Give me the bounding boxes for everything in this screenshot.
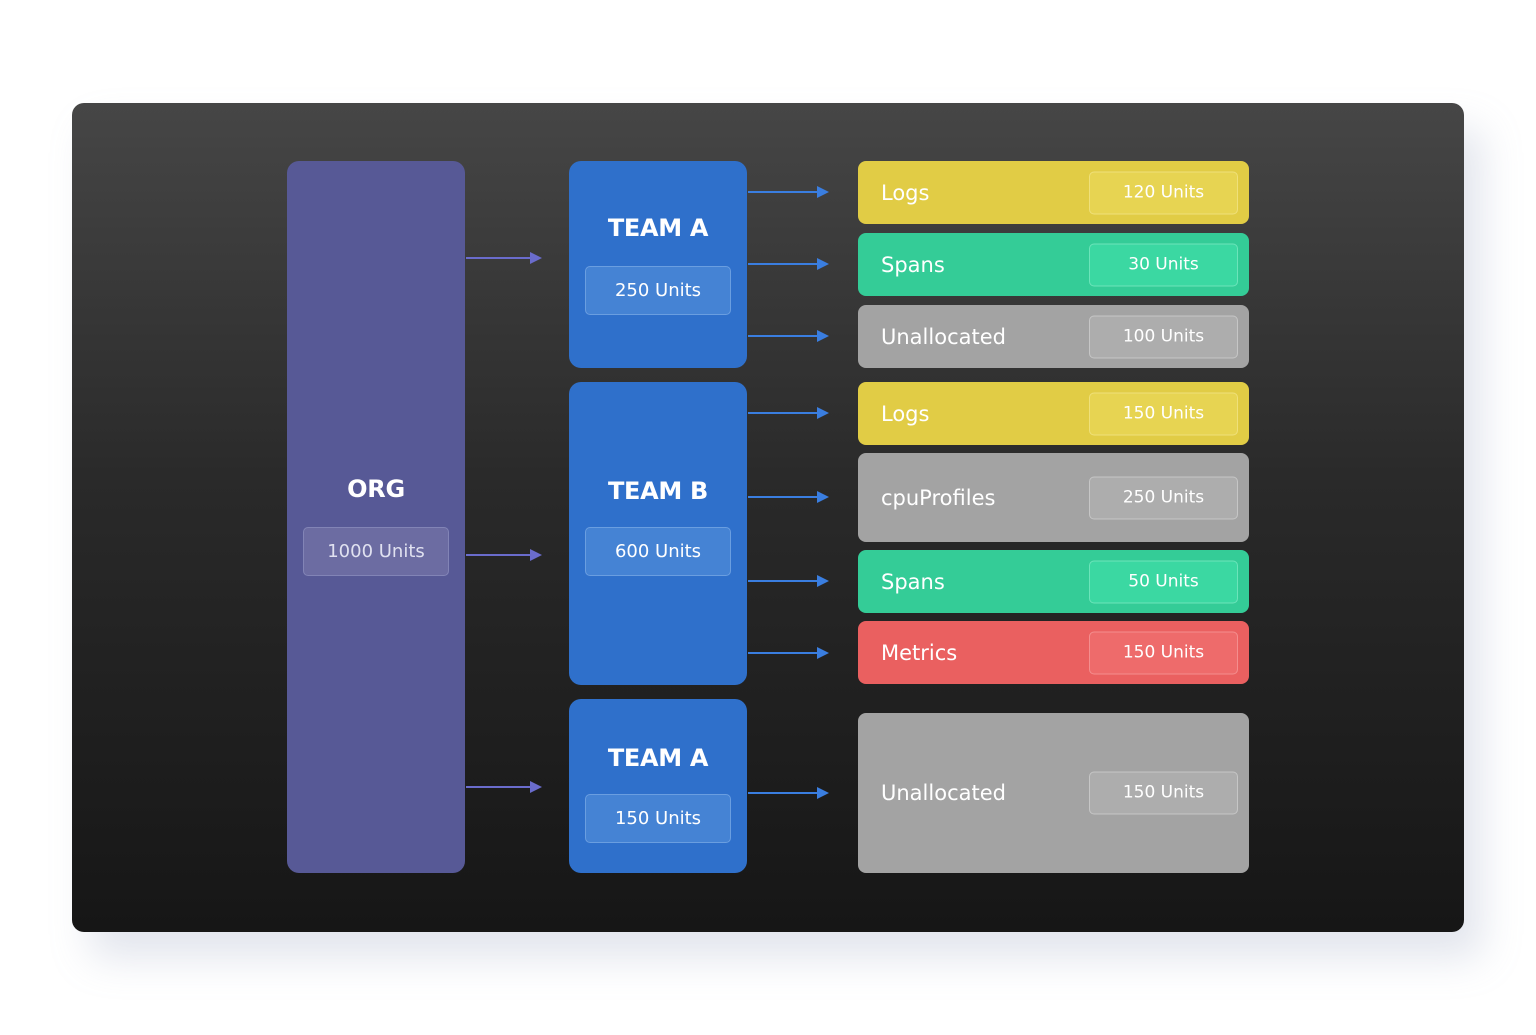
allocation-units: 50 Units <box>1089 560 1238 603</box>
org-title: ORG <box>347 475 405 503</box>
allocation-label: cpuProfiles <box>881 485 996 510</box>
diagram-card <box>72 103 1464 932</box>
allocation-units: 150 Units <box>1089 771 1238 815</box>
team-box-b: TEAM B 600 Units <box>569 382 747 685</box>
team-units: 250 Units <box>585 266 731 315</box>
allocation-units: 150 Units <box>1089 631 1238 674</box>
team-units: 150 Units <box>585 794 731 843</box>
allocation-cpuprofiles: cpuProfiles 250 Units <box>858 453 1249 542</box>
allocation-units: 150 Units <box>1089 392 1238 435</box>
team-box-a: TEAM A 250 Units <box>569 161 747 368</box>
allocation-logs: Logs 150 Units <box>858 382 1249 445</box>
allocation-label: Logs <box>881 401 930 426</box>
allocation-unallocated: Unallocated 150 Units <box>858 713 1249 873</box>
org-units: 1000 Units <box>303 527 449 576</box>
team-units: 600 Units <box>585 527 731 576</box>
team-title: TEAM A <box>607 744 709 772</box>
allocation-label: Unallocated <box>881 781 1006 805</box>
team-title: TEAM A <box>607 214 709 242</box>
allocation-label: Spans <box>881 252 945 277</box>
team-box-a-2: TEAM A 150 Units <box>569 699 747 873</box>
team-title: TEAM B <box>607 477 709 505</box>
allocation-metrics: Metrics 150 Units <box>858 621 1249 684</box>
allocation-units: 100 Units <box>1089 315 1238 358</box>
allocation-label: Spans <box>881 569 945 594</box>
org-box: ORG 1000 Units <box>287 161 465 873</box>
allocation-logs: Logs 120 Units <box>858 161 1249 224</box>
allocation-units: 120 Units <box>1089 171 1238 214</box>
allocation-unallocated: Unallocated 100 Units <box>858 305 1249 368</box>
allocation-label: Logs <box>881 180 930 205</box>
allocation-units: 250 Units <box>1089 476 1238 519</box>
allocation-label: Metrics <box>881 640 958 665</box>
allocation-units: 30 Units <box>1089 243 1238 286</box>
allocation-spans: Spans 50 Units <box>858 550 1249 613</box>
allocation-label: Unallocated <box>881 324 1006 349</box>
allocation-spans: Spans 30 Units <box>858 233 1249 296</box>
